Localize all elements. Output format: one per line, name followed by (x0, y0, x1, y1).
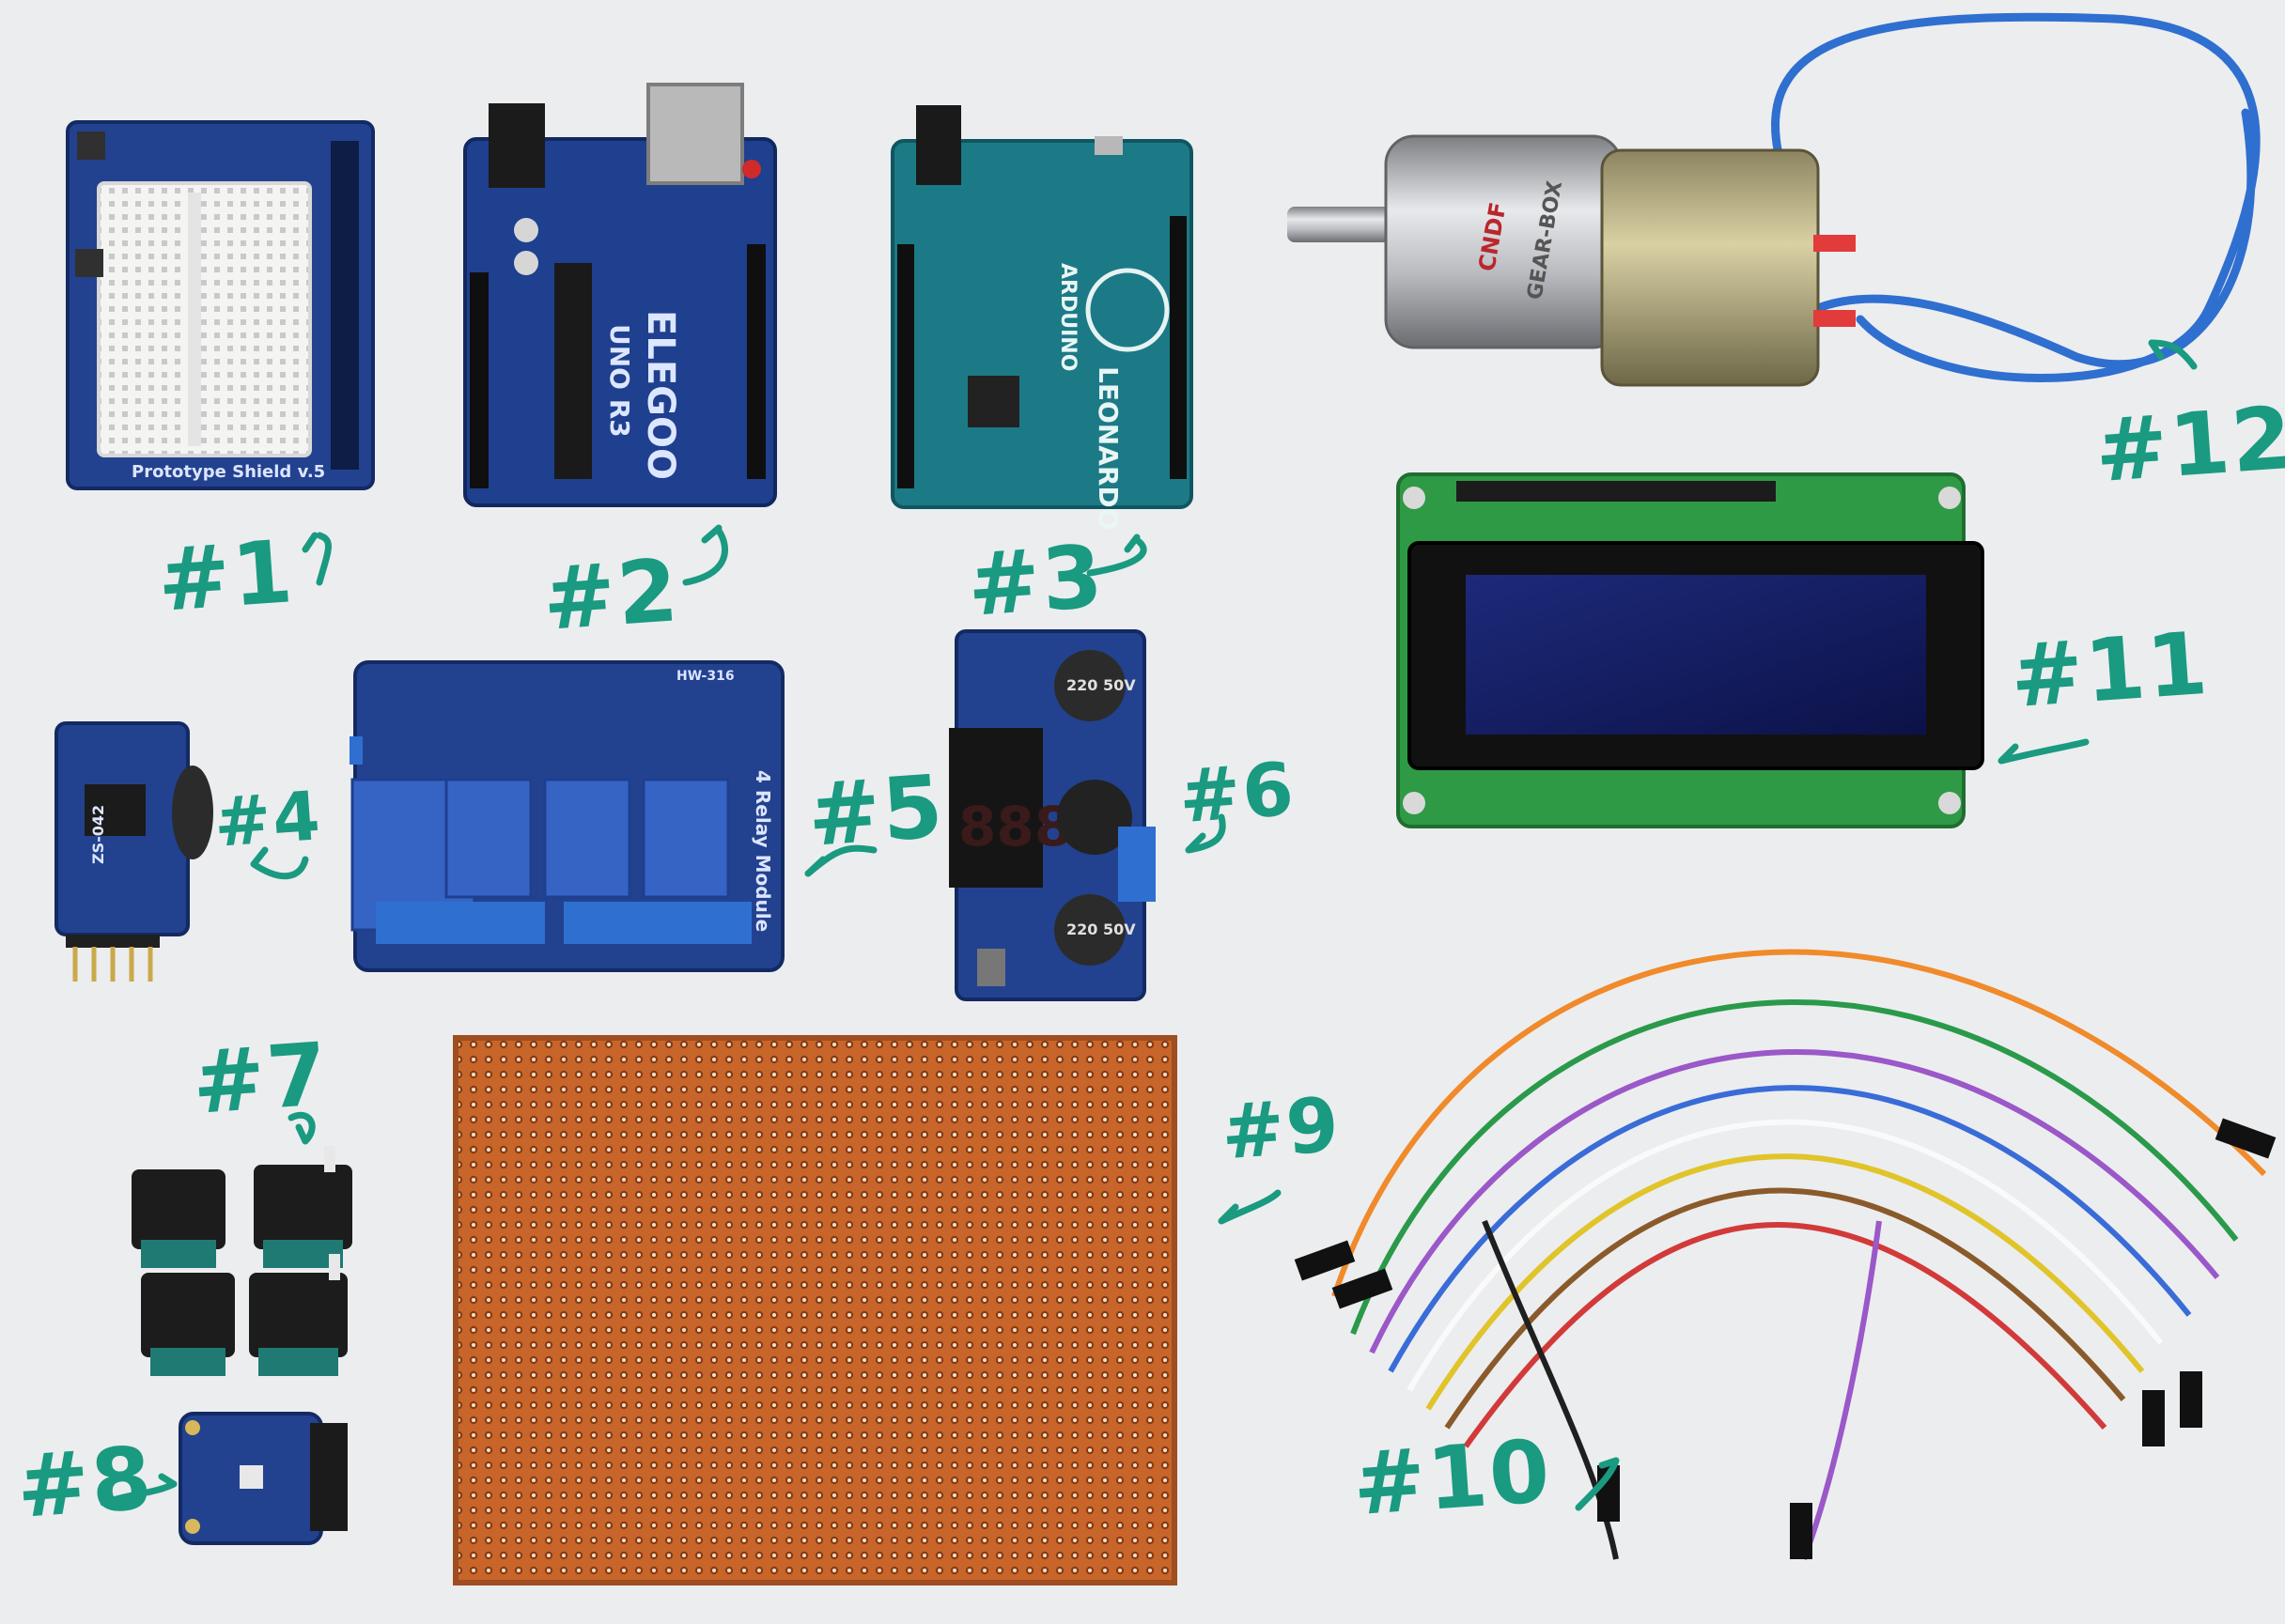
arrow-2 (682, 524, 728, 586)
cap1-text: 220 50V (1066, 676, 1136, 694)
arrow-6 (1185, 813, 1226, 854)
prototype-shield: Prototype Shield v.5 (66, 120, 375, 490)
label-4: #4 (211, 776, 325, 862)
sensor-breakout (179, 1412, 348, 1545)
arrow-12 (2148, 339, 2198, 370)
label-5: #5 (804, 756, 948, 866)
arrow-1 (302, 532, 332, 586)
arrow-11 (1997, 738, 2090, 765)
elegoo-text: ELEGOO (639, 310, 682, 480)
seven-seg: 888 (958, 795, 1072, 858)
label-1: #1 (154, 521, 298, 631)
label-6: #6 (1176, 747, 1298, 841)
switches (132, 1146, 352, 1376)
label-2: #2 (539, 540, 683, 650)
lcd-display (1396, 472, 1984, 828)
rtc-text: ZS-042 (89, 805, 107, 864)
cap2-text: 220 50V (1066, 920, 1136, 938)
leonardo-text: LEONARDO (1093, 366, 1124, 530)
uno-text: UNO R3 (604, 324, 635, 438)
label-7: #7 (189, 1024, 333, 1134)
proto-text: Prototype Shield v.5 (132, 462, 325, 482)
gear-motor: CNDF GEAR-BOX (1287, 12, 2261, 387)
arrow-4 (250, 846, 309, 880)
buck-converter: 888 220 50V 220 50V (949, 629, 1156, 1001)
rtc-module: ZS-042 (54, 721, 213, 982)
label-9: #9 (1218, 1080, 1344, 1177)
arrow-7 (288, 1111, 316, 1145)
perfboard (453, 1035, 1177, 1585)
annotation-arrows (100, 339, 2198, 1511)
arduino-text: ARDUINO (1056, 263, 1080, 371)
label-10: #10 (1349, 1420, 1555, 1536)
arrow-5 (804, 844, 878, 877)
arrow-8 (100, 1473, 178, 1507)
relay-model-text: HW-316 (676, 669, 735, 684)
arrow-3 (1086, 534, 1147, 577)
arrow-10 (1575, 1457, 1620, 1511)
relay-text: 4 Relay Module (752, 770, 774, 932)
label-11: #11 (2007, 612, 2213, 728)
elegoo-uno-board: ELEGOO UNO R3 (463, 83, 777, 507)
label-12: #12 (2091, 387, 2285, 503)
label-8: #8 (13, 1428, 157, 1538)
label-3: #3 (964, 526, 1108, 636)
arduino-leonardo-board: ARDUINO LEONARDO (891, 105, 1193, 530)
arrow-9 (1218, 1189, 1282, 1225)
relay-module: 4 Relay Module HW-316 (350, 660, 785, 972)
jumper-wires (1294, 949, 2277, 1561)
